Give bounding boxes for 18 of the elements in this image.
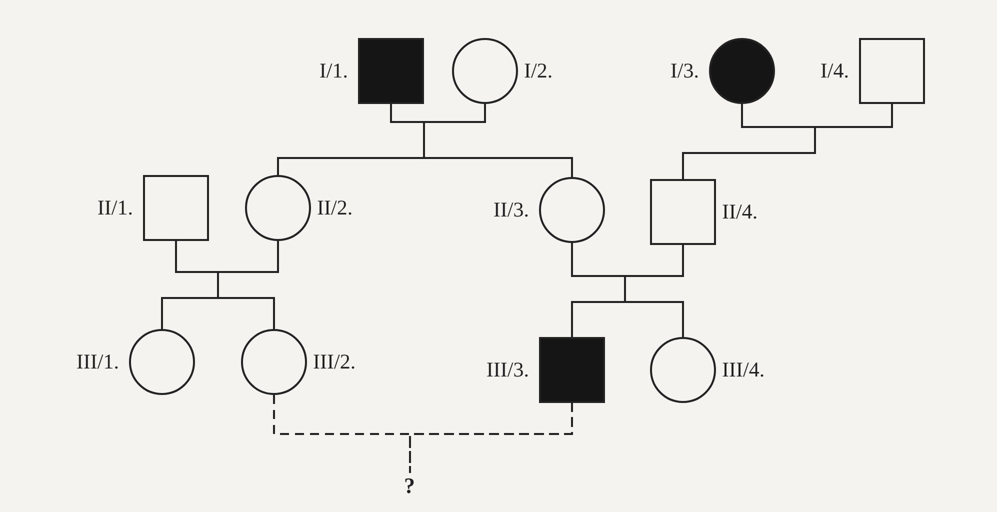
descent-line <box>423 104 573 177</box>
descent-line <box>624 245 684 337</box>
descent-line <box>409 403 573 473</box>
descent-line <box>217 241 279 329</box>
individual-label: II/4. <box>722 200 758 224</box>
individual-label: III/3. <box>486 358 529 382</box>
individual-label: II/1. <box>97 196 133 220</box>
individual-label: III/1. <box>76 350 119 374</box>
descent-line <box>682 104 893 179</box>
unknown-offspring-mark: ? <box>404 473 415 499</box>
individual-label: III/2. <box>313 350 356 374</box>
individual-label: I/4. <box>820 58 849 84</box>
individual-label: I/1. <box>319 58 348 84</box>
individual-label: I/3. <box>670 58 699 84</box>
individual-label: II/2. <box>317 196 353 220</box>
individual-label: III/4. <box>722 358 765 382</box>
individual-label: I/2. <box>524 58 553 84</box>
individual-label: II/3. <box>493 198 529 222</box>
